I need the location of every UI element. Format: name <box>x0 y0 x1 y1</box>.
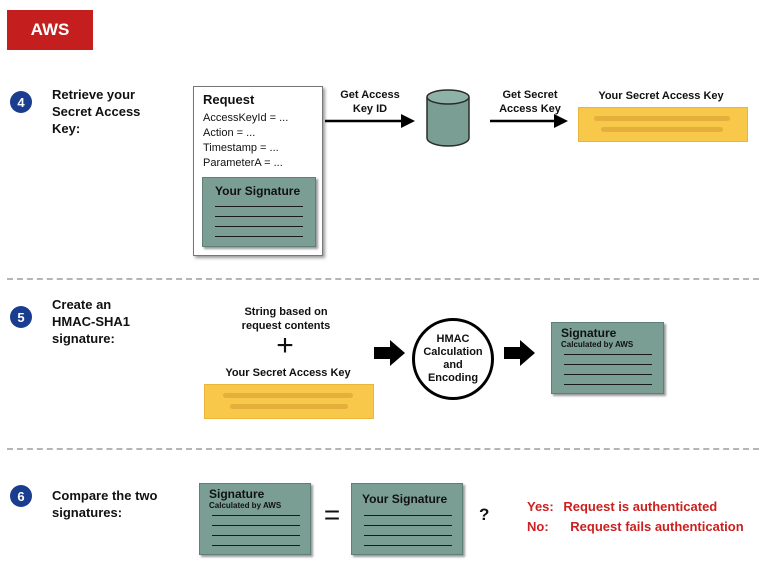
your-signature-box: Your Signature <box>202 177 316 247</box>
step-4-title-line: Retrieve your <box>52 87 136 102</box>
signature-line <box>564 354 652 355</box>
signature-line <box>212 515 300 516</box>
step-4-title: Retrieve your Secret Access Key: <box>52 86 140 137</box>
string-label-line: String based on <box>244 306 328 318</box>
result-text: Request is authenticated <box>563 499 718 514</box>
your-signature-label: Your Signature <box>362 492 448 506</box>
string-based-label: String based on request contents <box>228 305 344 333</box>
signature-line <box>212 545 300 546</box>
blurred-key-line <box>601 127 723 132</box>
equals-sign: = <box>323 499 341 530</box>
signature-line <box>215 226 303 227</box>
get-access-key-id-label: Get Access Key ID <box>330 88 410 116</box>
request-param: AccessKeyId = ... <box>203 112 289 124</box>
step-6-title-line: Compare the two <box>52 488 158 503</box>
result-prefix: No: <box>527 519 549 534</box>
step-4-title-line: Key: <box>52 121 81 136</box>
step-6-title-line: signatures: <box>52 505 123 520</box>
blurred-key-line <box>230 404 348 409</box>
aws-signature-title: Signature <box>561 326 617 340</box>
signature-line <box>212 535 300 536</box>
secret-key-label-4: Your Secret Access Key <box>598 90 724 102</box>
result-no: No: Request fails authentication <box>527 519 744 534</box>
hmac-circle: HMAC Calculation and Encoding <box>412 318 494 400</box>
your-signature-box-6: Your Signature <box>351 483 463 555</box>
secret-key-label-5: Your Secret Access Key <box>225 367 351 379</box>
request-param: ParameterA = ... <box>203 157 283 169</box>
signature-line <box>215 216 303 217</box>
signature-line <box>212 525 300 526</box>
arrow-right-icon <box>490 114 568 128</box>
arrow-label-line: Key ID <box>352 103 388 115</box>
step-4-title-line: Secret Access <box>52 104 141 119</box>
step-5-circle: 5 <box>10 306 32 328</box>
step-5-title-line: HMAC-SHA1 <box>52 314 130 329</box>
signature-line <box>364 515 452 516</box>
section-divider <box>7 278 759 280</box>
request-param: Timestamp = ... <box>203 142 279 154</box>
hmac-line: Calculation <box>423 346 483 358</box>
request-param: Action = ... <box>203 127 256 139</box>
section-divider <box>7 448 759 450</box>
arrow-label-line: Get Access <box>340 89 400 101</box>
blurred-key-line <box>594 116 730 121</box>
arrow-right-icon <box>325 114 415 128</box>
signature-line <box>215 236 303 237</box>
step-5-title: Create an HMAC-SHA1 signature: <box>52 296 130 347</box>
aws-signature-box-5: Signature Calculated by AWS <box>551 322 664 394</box>
step-6-title: Compare the two signatures: <box>52 487 157 521</box>
secret-access-key-box <box>578 107 748 142</box>
plus-sign: + <box>276 329 294 362</box>
hmac-line: Encoding <box>427 372 479 384</box>
question-mark: ? <box>479 505 490 524</box>
your-signature-label: Your Signature <box>215 184 301 198</box>
result-text: Request fails authentication <box>570 519 744 534</box>
secret-access-key-box-5 <box>204 384 374 419</box>
get-secret-access-key-label: Get Secret Access Key <box>490 88 570 116</box>
step-5-title-line: Create an <box>52 297 112 312</box>
request-title: Request <box>203 92 255 107</box>
step-6-circle: 6 <box>10 485 32 507</box>
bold-arrow-icon <box>374 340 405 366</box>
signature-line <box>364 525 452 526</box>
signature-line <box>364 545 452 546</box>
step-4-circle: 4 <box>10 91 32 113</box>
request-box: Request AccessKeyId = ... Action = ... T… <box>193 86 323 256</box>
arrow-label-line: Access Key <box>499 103 561 115</box>
aws-signature-subtitle: Calculated by AWS <box>209 501 282 510</box>
result-yes: Yes: Request is authenticated <box>527 499 717 514</box>
arrow-label-line: Get Secret <box>502 89 558 101</box>
result-prefix: Yes: <box>527 499 554 514</box>
signature-line <box>564 364 652 365</box>
hmac-line: and <box>443 359 463 371</box>
blurred-key-line <box>223 393 353 398</box>
aws-signature-title: Signature <box>209 487 265 501</box>
aws-signature-box-6: Signature Calculated by AWS <box>199 483 311 555</box>
signature-line <box>215 206 303 207</box>
aws-signature-subtitle: Calculated by AWS <box>561 340 634 349</box>
aws-badge: AWS <box>7 10 93 50</box>
database-icon <box>426 89 470 147</box>
signature-line <box>564 374 652 375</box>
signature-line <box>364 535 452 536</box>
step-5-title-line: signature: <box>52 331 115 346</box>
bold-arrow-icon <box>504 340 535 366</box>
string-label-line: request contents <box>241 320 331 332</box>
signature-line <box>564 384 652 385</box>
hmac-line: HMAC <box>436 333 470 345</box>
